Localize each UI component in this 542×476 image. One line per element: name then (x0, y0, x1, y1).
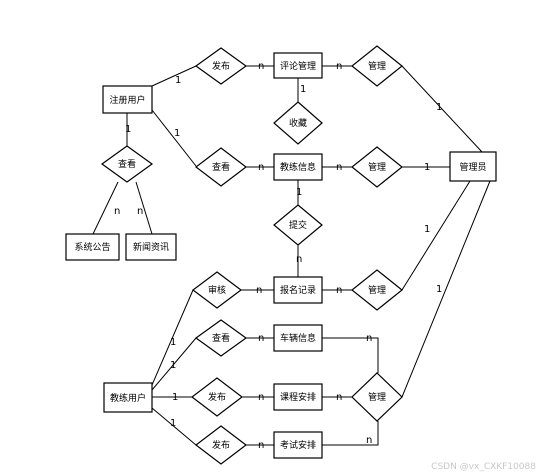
relation-publish-course: 发布 (191, 377, 243, 417)
card-n: n (256, 285, 262, 296)
card-n: n (137, 206, 143, 217)
card-n: n (366, 435, 372, 446)
relation-manage-coach: 管理 (351, 146, 403, 188)
card-1: 1 (424, 162, 430, 173)
entity-signup-record: 报名记录 (273, 276, 323, 304)
card-1: 1 (170, 360, 176, 371)
relation-label: 管理 (368, 60, 386, 72)
card-1: 1 (172, 392, 178, 403)
relation-view-coach: 查看 (195, 147, 247, 187)
relation-label: 审核 (208, 284, 226, 296)
card-1: 1 (436, 284, 442, 295)
entity-reg-user: 注册用户 (102, 85, 153, 114)
card-n: n (336, 162, 342, 173)
relation-publish-exam: 发布 (195, 425, 247, 465)
entity-course-schedule: 课程安排 (273, 383, 323, 411)
card-1: 1 (300, 84, 306, 95)
relation-manage-comment: 管理 (351, 45, 403, 87)
relation-submit: 提交 (273, 204, 323, 246)
card-n: n (336, 285, 342, 296)
card-1: 1 (436, 102, 442, 113)
entity-exam-schedule: 考试安排 (273, 431, 323, 459)
relation-collect: 收藏 (273, 101, 323, 145)
relation-view-vehicle: 查看 (194, 319, 248, 357)
relation-label: 提交 (289, 219, 307, 231)
card-n: n (258, 61, 264, 72)
relation-label: 管理 (368, 391, 386, 403)
card-n: n (366, 333, 372, 344)
card-1: 1 (170, 418, 176, 429)
entity-label: 考试安排 (280, 439, 316, 451)
card-n: n (258, 440, 264, 451)
card-n: n (258, 162, 264, 173)
entity-admin: 管理员 (449, 151, 497, 182)
entity-label: 教练用户 (110, 392, 146, 404)
relation-manage-signup: 管理 (351, 269, 403, 311)
entity-label: 管理员 (459, 161, 486, 173)
entity-coach-info: 教练信息 (273, 153, 323, 181)
card-n: n (258, 333, 264, 344)
entity-label: 课程安排 (280, 391, 316, 403)
card-n: n (114, 206, 120, 217)
entity-notice: 系统公告 (65, 233, 120, 261)
relation-label: 管理 (368, 161, 386, 173)
card-n: n (336, 392, 342, 403)
relation-label: 管理 (368, 284, 386, 296)
relation-label: 查看 (212, 332, 230, 344)
card-1: 1 (125, 124, 131, 135)
relation-label: 收藏 (289, 117, 307, 129)
relation-label: 发布 (212, 439, 230, 451)
card-n: n (296, 254, 302, 265)
entity-label: 教练信息 (280, 161, 316, 173)
relation-label: 查看 (212, 161, 230, 173)
relation-view-user: 查看 (100, 145, 154, 183)
entity-label: 报名记录 (280, 284, 316, 296)
entity-vehicle-info: 车辆信息 (273, 324, 323, 352)
entity-label: 车辆信息 (280, 332, 316, 344)
card-1: 1 (296, 187, 302, 198)
entity-comment-mgmt: 评论管理 (273, 52, 323, 79)
entity-news: 新闻资讯 (125, 233, 177, 261)
relation-review: 审核 (192, 271, 242, 309)
card-1: 1 (170, 337, 176, 348)
card-1: 1 (175, 75, 181, 86)
connector-lines (92, 65, 491, 446)
card-1: 1 (424, 224, 430, 235)
watermark: CSDN @vx_CXKF10088 (431, 462, 536, 472)
cardinality-labels: 1 n n 1 1 1 n n 1 1 n n 1 n n 1 1 n 1 n … (114, 61, 442, 451)
entity-label: 评论管理 (280, 60, 316, 72)
relation-publish-top: 发布 (194, 47, 248, 85)
entity-label: 系统公告 (74, 241, 110, 253)
card-1: 1 (174, 128, 180, 139)
relation-label: 发布 (212, 60, 230, 72)
card-n: n (258, 392, 264, 403)
entity-label: 新闻资讯 (133, 241, 169, 253)
entity-label: 注册用户 (109, 94, 145, 106)
relation-manage-bottom: 管理 (351, 372, 403, 422)
relation-label: 查看 (118, 158, 136, 170)
relation-label: 发布 (208, 391, 226, 403)
card-n: n (336, 61, 342, 72)
entity-coach-user: 教练用户 (103, 382, 153, 413)
